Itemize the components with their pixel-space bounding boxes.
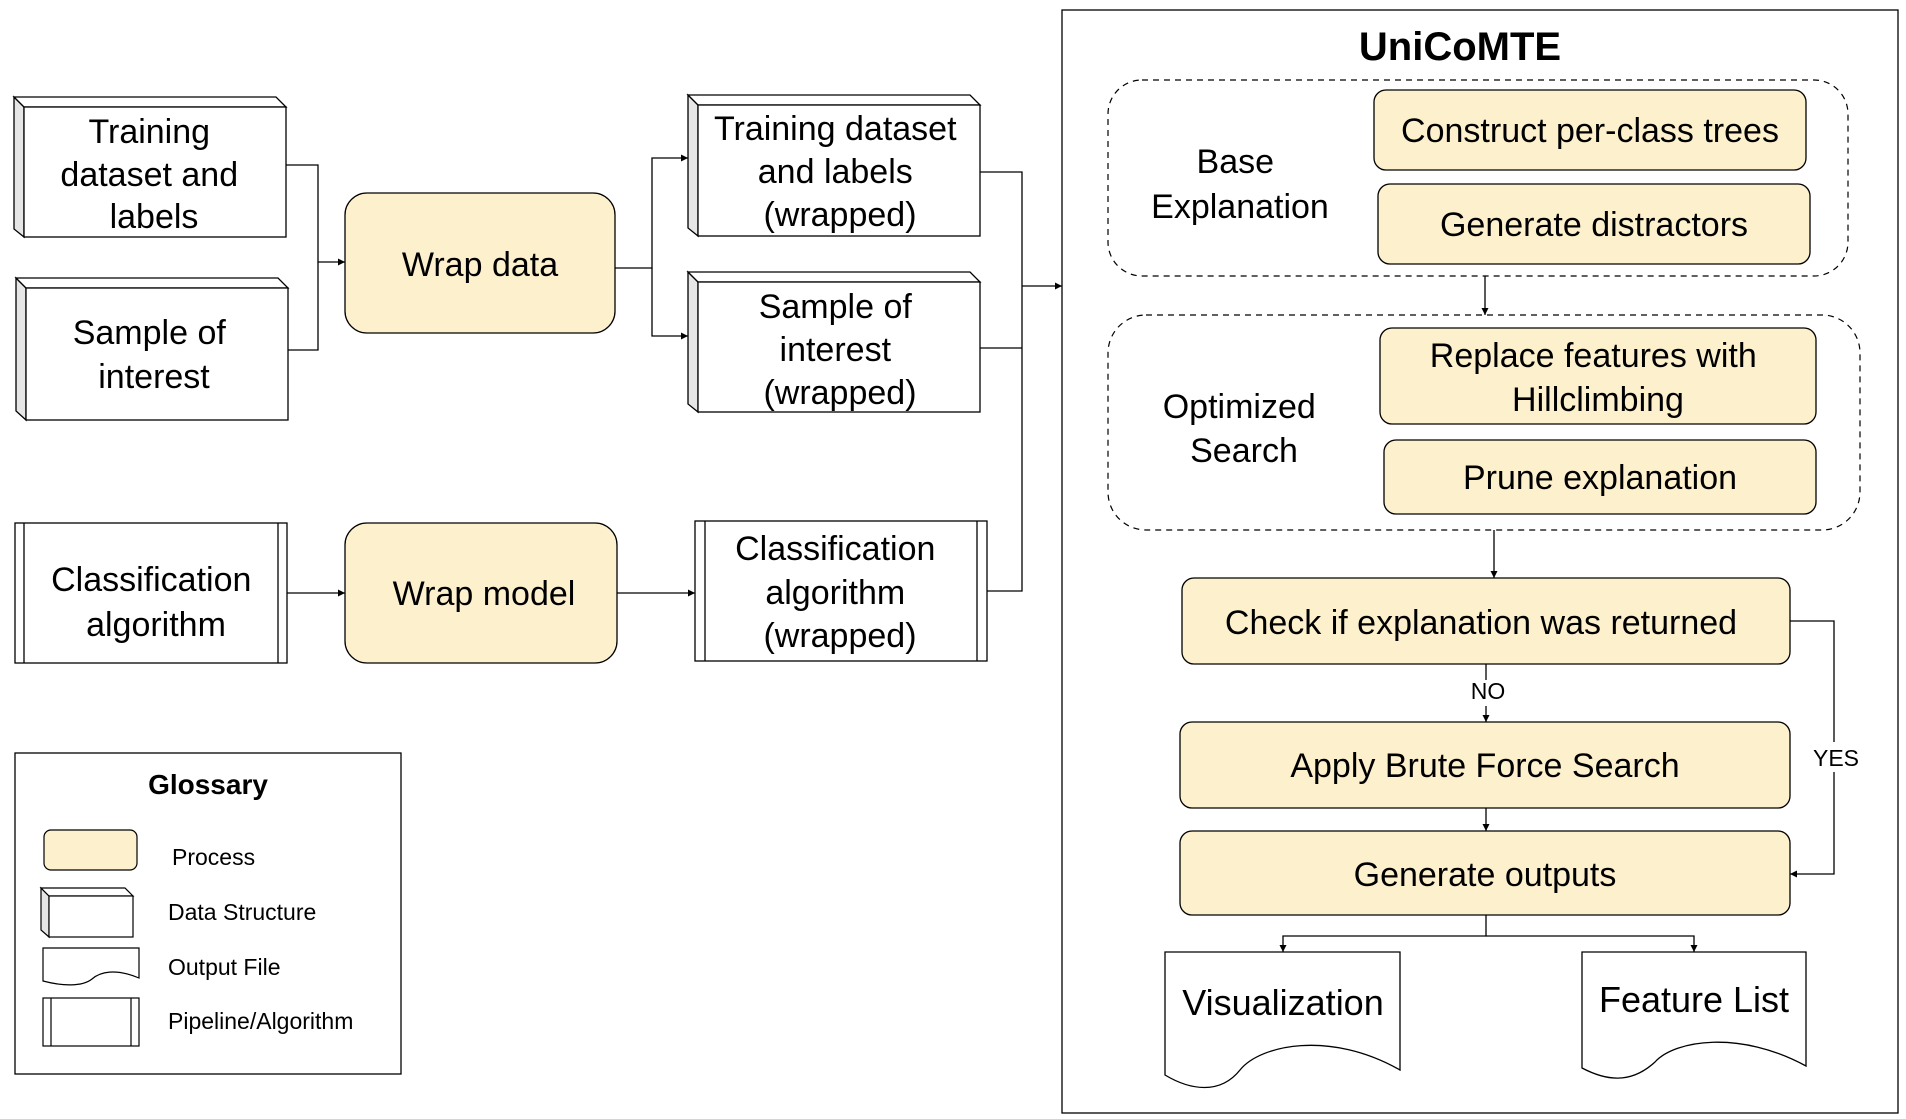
wrapped-training-dataset: Training dataset and labels (wrapped) (686, 93, 982, 238)
svg-text:Classification algorithm: Classification algorithm (wrapped) (735, 530, 945, 655)
wrapped-classifier-line-2: algorithm (765, 574, 905, 612)
wrapped-classifier-line-3: (wrapped) (763, 617, 916, 655)
wrapped-classification-algorithm: Classification algorithm (wrapped) (694, 520, 988, 662)
process-wrap-data: Wrap data (344, 192, 616, 334)
visualization-label: Visualization (1182, 982, 1383, 1023)
edge-outputs-to-visualization (1279, 915, 1487, 952)
svg-text:Sample of interest: Sample of interest (wrapped) (759, 288, 922, 412)
svg-text:Replace features with: Replace features with Hillclimbing (1430, 337, 1766, 419)
input-classifier-line-1: Classification (51, 561, 251, 599)
generate-outputs-label: Generate outputs (1354, 856, 1617, 894)
replace-features-line-2: Hillclimbing (1512, 381, 1684, 419)
svg-text:Optimized Search: Optimized Search (1163, 388, 1326, 470)
svg-text:Base Explanation: Base Explanation (1151, 143, 1329, 226)
process-wrap-model: Wrap model (344, 522, 618, 664)
search-group-line-2: Search (1190, 432, 1298, 470)
edge-sample-to-wrap (288, 262, 319, 351)
replace-features-line-1: Replace features with (1430, 337, 1757, 375)
glossary-pipeline-swatch (42, 997, 140, 1047)
svg-text:Sample of interest: Sample of interest (73, 314, 236, 396)
edge-wrap-to-wrapped-sample (651, 268, 688, 340)
glossary-pipeline-label: Pipeline/Algorithm (168, 1008, 353, 1034)
no-branch-label: NO (1471, 678, 1506, 704)
svg-text:Classification algorithm: Classification algorithm (51, 561, 261, 644)
base-group-line-2: Explanation (1151, 188, 1329, 226)
construct-trees-label: Construct per-class trees (1401, 112, 1779, 150)
group-optimized-search: Optimized Search Replace features with H… (1107, 314, 1861, 531)
input-training-line-3: labels (110, 198, 199, 236)
wrapped-classifier-line-1: Classification (735, 530, 935, 568)
output-visualization: Visualization (1164, 951, 1401, 1089)
edge-wrap-to-wrapped-training (615, 154, 688, 269)
input-training-line-1: Training (88, 113, 210, 151)
glossary-output-file-label: Output File (168, 954, 281, 980)
input-training-line-2: dataset and (60, 156, 238, 194)
wrapped-sample-of-interest: Sample of interest (wrapped) (686, 270, 982, 414)
yes-branch-label: YES (1813, 745, 1859, 771)
glossary-title: Glossary (148, 769, 268, 800)
generate-distractors-label: Generate distractors (1440, 206, 1748, 244)
glossary-process-label: Process (172, 844, 255, 870)
input-training-dataset: Training dataset and labels (12, 95, 288, 239)
glossary-data-structure-swatch (39, 886, 135, 939)
edge-outputs-to-feature-list (1486, 935, 1698, 952)
group-base-explanation: Base Explanation Construct per-class tre… (1107, 79, 1849, 277)
wrapped-training-line-2: and labels (758, 153, 913, 191)
input-sample-line-2: interest (98, 358, 210, 396)
wrap-data-label: Wrap data (402, 246, 558, 284)
glossary-data-structure-label: Data Structure (168, 899, 316, 925)
wrapped-sample-line-3: (wrapped) (763, 374, 916, 412)
wrapped-training-line-3: (wrapped) (763, 196, 916, 234)
svg-text:Training dataset and: Training dataset and labels (60, 113, 247, 236)
prune-explanation-label: Prune explanation (1463, 459, 1737, 497)
base-group-line-1: Base (1197, 143, 1275, 181)
wrap-model-label: Wrap model (393, 575, 576, 613)
unicomte-container: UniCoMTE Base Explanation Construct per-… (1061, 9, 1899, 1114)
glossary-process-swatch (43, 829, 138, 871)
svg-text:Training dataset and lab: Training dataset and labels (wrapped) (714, 110, 966, 234)
input-sample-of-interest: Sample of interest (14, 276, 290, 422)
search-group-line-1: Optimized (1163, 388, 1316, 426)
output-feature-list: Feature List (1581, 951, 1807, 1079)
wrapped-training-line-1: Training dataset (714, 110, 957, 148)
input-classifier-line-2: algorithm (86, 606, 226, 644)
wrapped-sample-line-1: Sample of (759, 288, 913, 326)
glossary-legend: Glossary Process Data Structure Output F… (14, 752, 402, 1075)
connectors-left (286, 154, 1062, 597)
feature-list-label: Feature List (1599, 979, 1789, 1020)
glossary-output-file-swatch (42, 947, 140, 986)
check-explanation-label: Check if explanation was returned (1225, 604, 1737, 642)
edge-training-to-wrap (286, 164, 345, 266)
edge-wrapped-training-to-unicomte (980, 171, 1023, 592)
process-brute-force (1179, 721, 1791, 809)
input-sample-line-1: Sample of (73, 314, 227, 352)
unicomte-title: UniCoMTE (1359, 25, 1561, 69)
input-classification-algorithm: Classification algorithm (14, 522, 288, 664)
wrapped-sample-line-2: interest (780, 331, 892, 369)
brute-force-label: Apply Brute Force Search (1290, 747, 1679, 785)
